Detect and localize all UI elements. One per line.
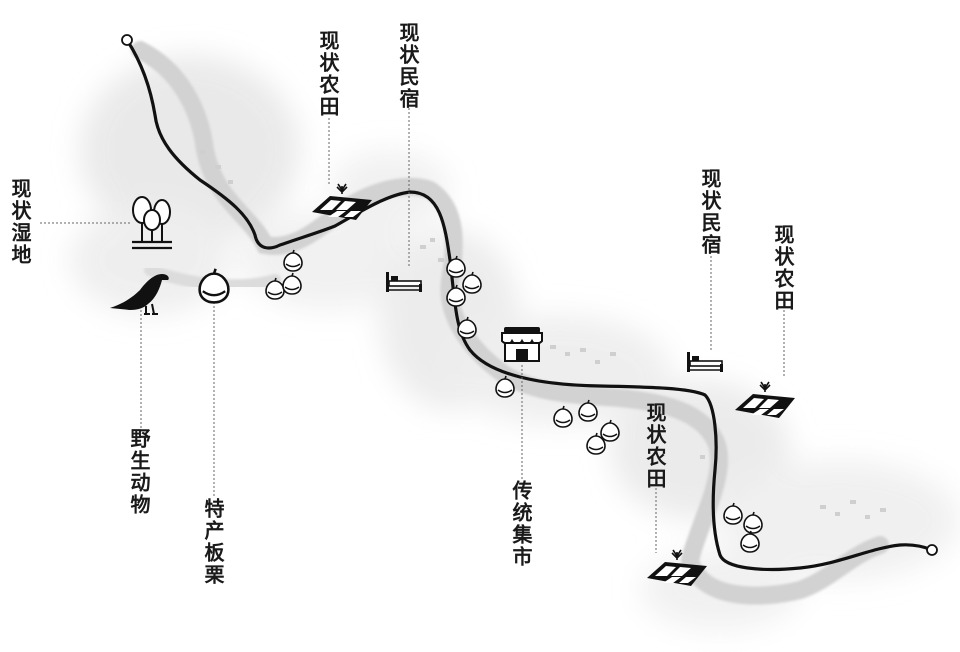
market-stall-icon [501, 327, 543, 362]
label-farm-3: 现状农田 [771, 224, 795, 312]
leader-lines [40, 108, 785, 553]
label-homestay-1: 现状民宿 [396, 22, 420, 110]
label-wetland: 现状湿地 [8, 178, 32, 266]
route-end-icon [926, 544, 938, 556]
label-homestay-2: 现状民宿 [698, 168, 722, 256]
label-market: 传统集市 [509, 480, 533, 568]
bed-icon [686, 351, 724, 373]
wetland-trees-icon [132, 196, 172, 250]
label-farm-2: 现状农田 [643, 402, 667, 490]
label-wildlife: 野生动物 [127, 428, 151, 516]
label-farm-1: 现状农田 [316, 30, 340, 118]
label-chestnut: 特产板栗 [201, 498, 225, 586]
route-start-icon [121, 34, 133, 46]
bird-icon [110, 274, 169, 315]
